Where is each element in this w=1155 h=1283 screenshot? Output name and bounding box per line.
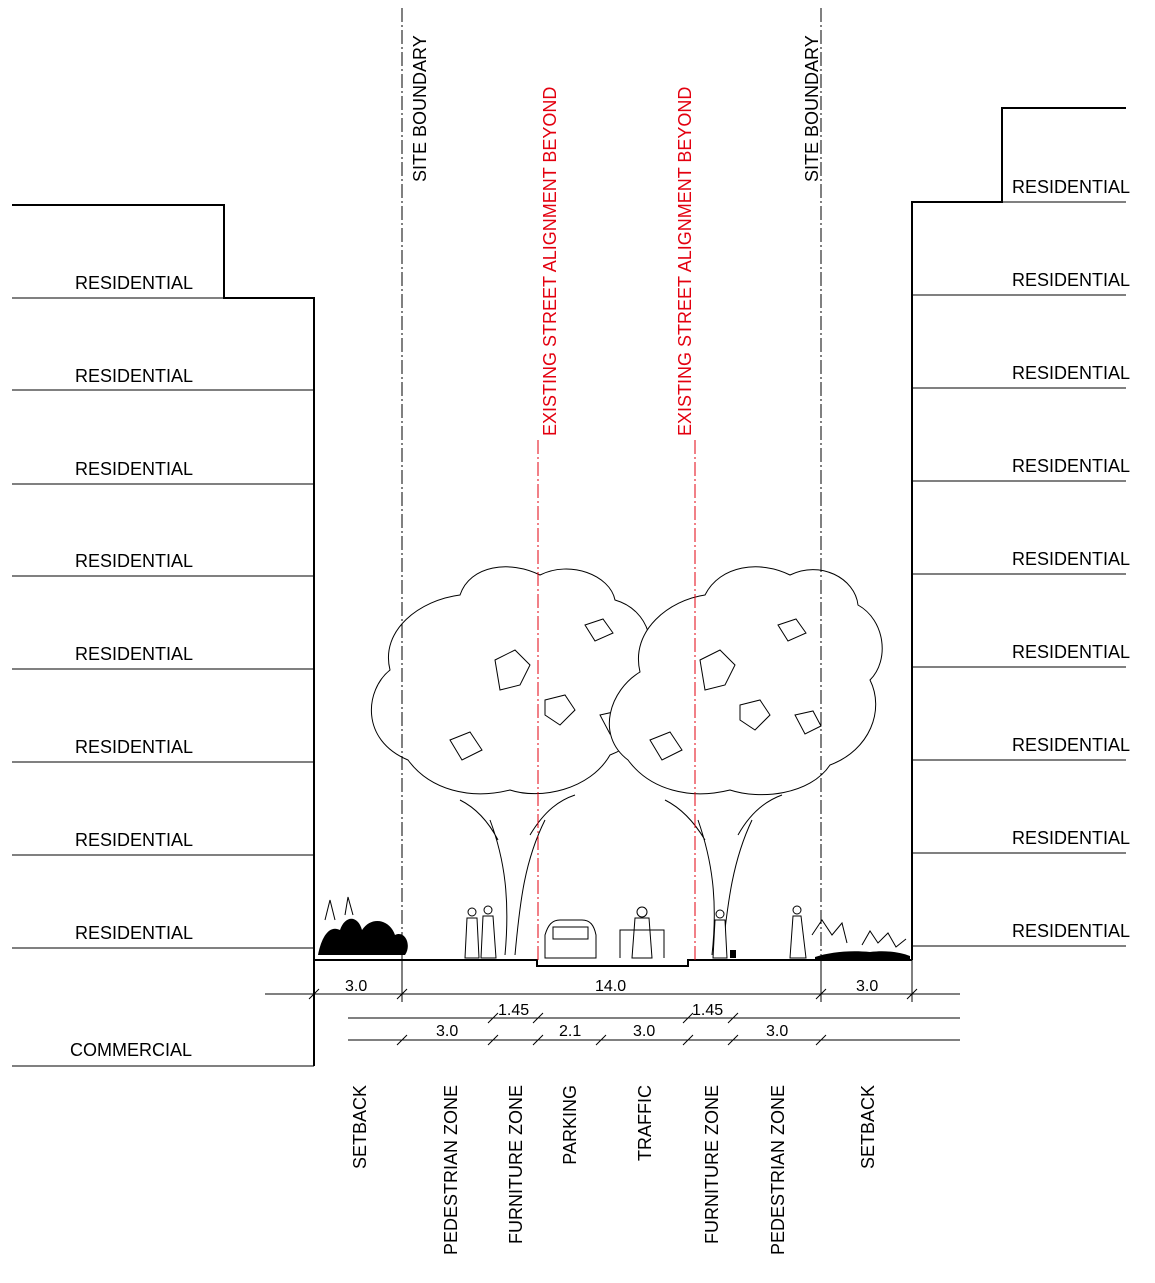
right-floor-label: RESIDENTIAL: [1012, 735, 1130, 755]
right-floor-label: RESIDENTIAL: [1012, 177, 1130, 197]
right-floor-label: RESIDENTIAL: [1012, 828, 1130, 848]
right-floor-label: RESIDENTIAL: [1012, 921, 1130, 941]
parked-car: [544, 919, 597, 959]
left-floor-label: RESIDENTIAL: [75, 644, 193, 664]
right-floor-label: RESIDENTIAL: [1012, 642, 1130, 662]
street-alignment-right: EXISTING STREET ALIGNMENT BEYOND: [675, 87, 696, 960]
zone-label: TRAFFIC: [635, 1085, 655, 1161]
dimension-row-1: 3.0 14.0 3.0: [265, 960, 960, 1002]
site-boundary-right: SITE BOUNDARY: [802, 8, 822, 960]
zone-label: PARKING: [560, 1085, 580, 1165]
shrubs-left: [318, 896, 408, 955]
zone-label: FURNITURE ZONE: [506, 1085, 526, 1244]
street-alignment-label: EXISTING STREET ALIGNMENT BEYOND: [675, 87, 695, 436]
ground-line: [314, 959, 912, 967]
zone-label: FURNITURE ZONE: [702, 1085, 722, 1244]
dimension-label: 1.45: [498, 1002, 529, 1019]
pedestrian-with-dog: [712, 909, 736, 959]
dimension-label: 3.0: [436, 1023, 458, 1040]
zone-labels: SETBACK PEDESTRIAN ZONE FURNITURE ZONE P…: [350, 1085, 878, 1255]
left-floor-label: RESIDENTIAL: [75, 551, 193, 571]
street-tree-right: [608, 566, 883, 956]
left-floor-label: RESIDENTIAL: [75, 366, 193, 386]
right-floor-label: RESIDENTIAL: [1012, 363, 1130, 383]
cyclist: [619, 906, 665, 959]
right-floor-label: RESIDENTIAL: [1012, 270, 1130, 290]
zone-label: SETBACK: [350, 1085, 370, 1169]
dimension-row-2: 1.45 1.45: [348, 1002, 960, 1024]
dimension-label: 14.0: [595, 978, 626, 995]
site-boundary-label: SITE BOUNDARY: [802, 35, 822, 182]
right-floor-label: RESIDENTIAL: [1012, 549, 1130, 569]
dimension-label: 2.1: [559, 1023, 581, 1040]
left-floor-label: RESIDENTIAL: [75, 737, 193, 757]
zone-label: SETBACK: [858, 1085, 878, 1169]
shrubs-right: [811, 919, 910, 960]
left-building: RESIDENTIAL RESIDENTIAL RESIDENTIAL RESI…: [12, 204, 315, 1067]
left-floor-label: RESIDENTIAL: [75, 830, 193, 850]
right-building: RESIDENTIAL RESIDENTIAL RESIDENTIAL RESI…: [911, 107, 1130, 960]
street-alignment-label: EXISTING STREET ALIGNMENT BEYOND: [540, 87, 560, 436]
left-floor-label: RESIDENTIAL: [75, 273, 193, 293]
dimension-label: 3.0: [856, 978, 878, 995]
left-floor-label: RESIDENTIAL: [75, 923, 193, 943]
dimension-label: 3.0: [345, 978, 367, 995]
street-tree-left: [371, 566, 651, 956]
pedestrian-right: [789, 905, 807, 959]
pedestrians-left: [464, 905, 497, 959]
dimension-label: 3.0: [633, 1023, 655, 1040]
dimension-label: 1.45: [692, 1002, 723, 1019]
dimension-label: 3.0: [766, 1023, 788, 1040]
zone-label: PEDESTRIAN ZONE: [441, 1085, 461, 1255]
right-floor-label: RESIDENTIAL: [1012, 456, 1130, 476]
left-floor-label: RESIDENTIAL: [75, 459, 193, 479]
site-boundary-left: SITE BOUNDARY: [401, 8, 430, 960]
dimension-row-3: 3.0 2.1 3.0 3.0: [348, 1023, 960, 1046]
zone-label: PEDESTRIAN ZONE: [768, 1085, 788, 1255]
street-alignment-left: EXISTING STREET ALIGNMENT BEYOND: [537, 87, 560, 960]
left-basement-label: COMMERCIAL: [70, 1040, 192, 1060]
site-boundary-label: SITE BOUNDARY: [410, 35, 430, 182]
